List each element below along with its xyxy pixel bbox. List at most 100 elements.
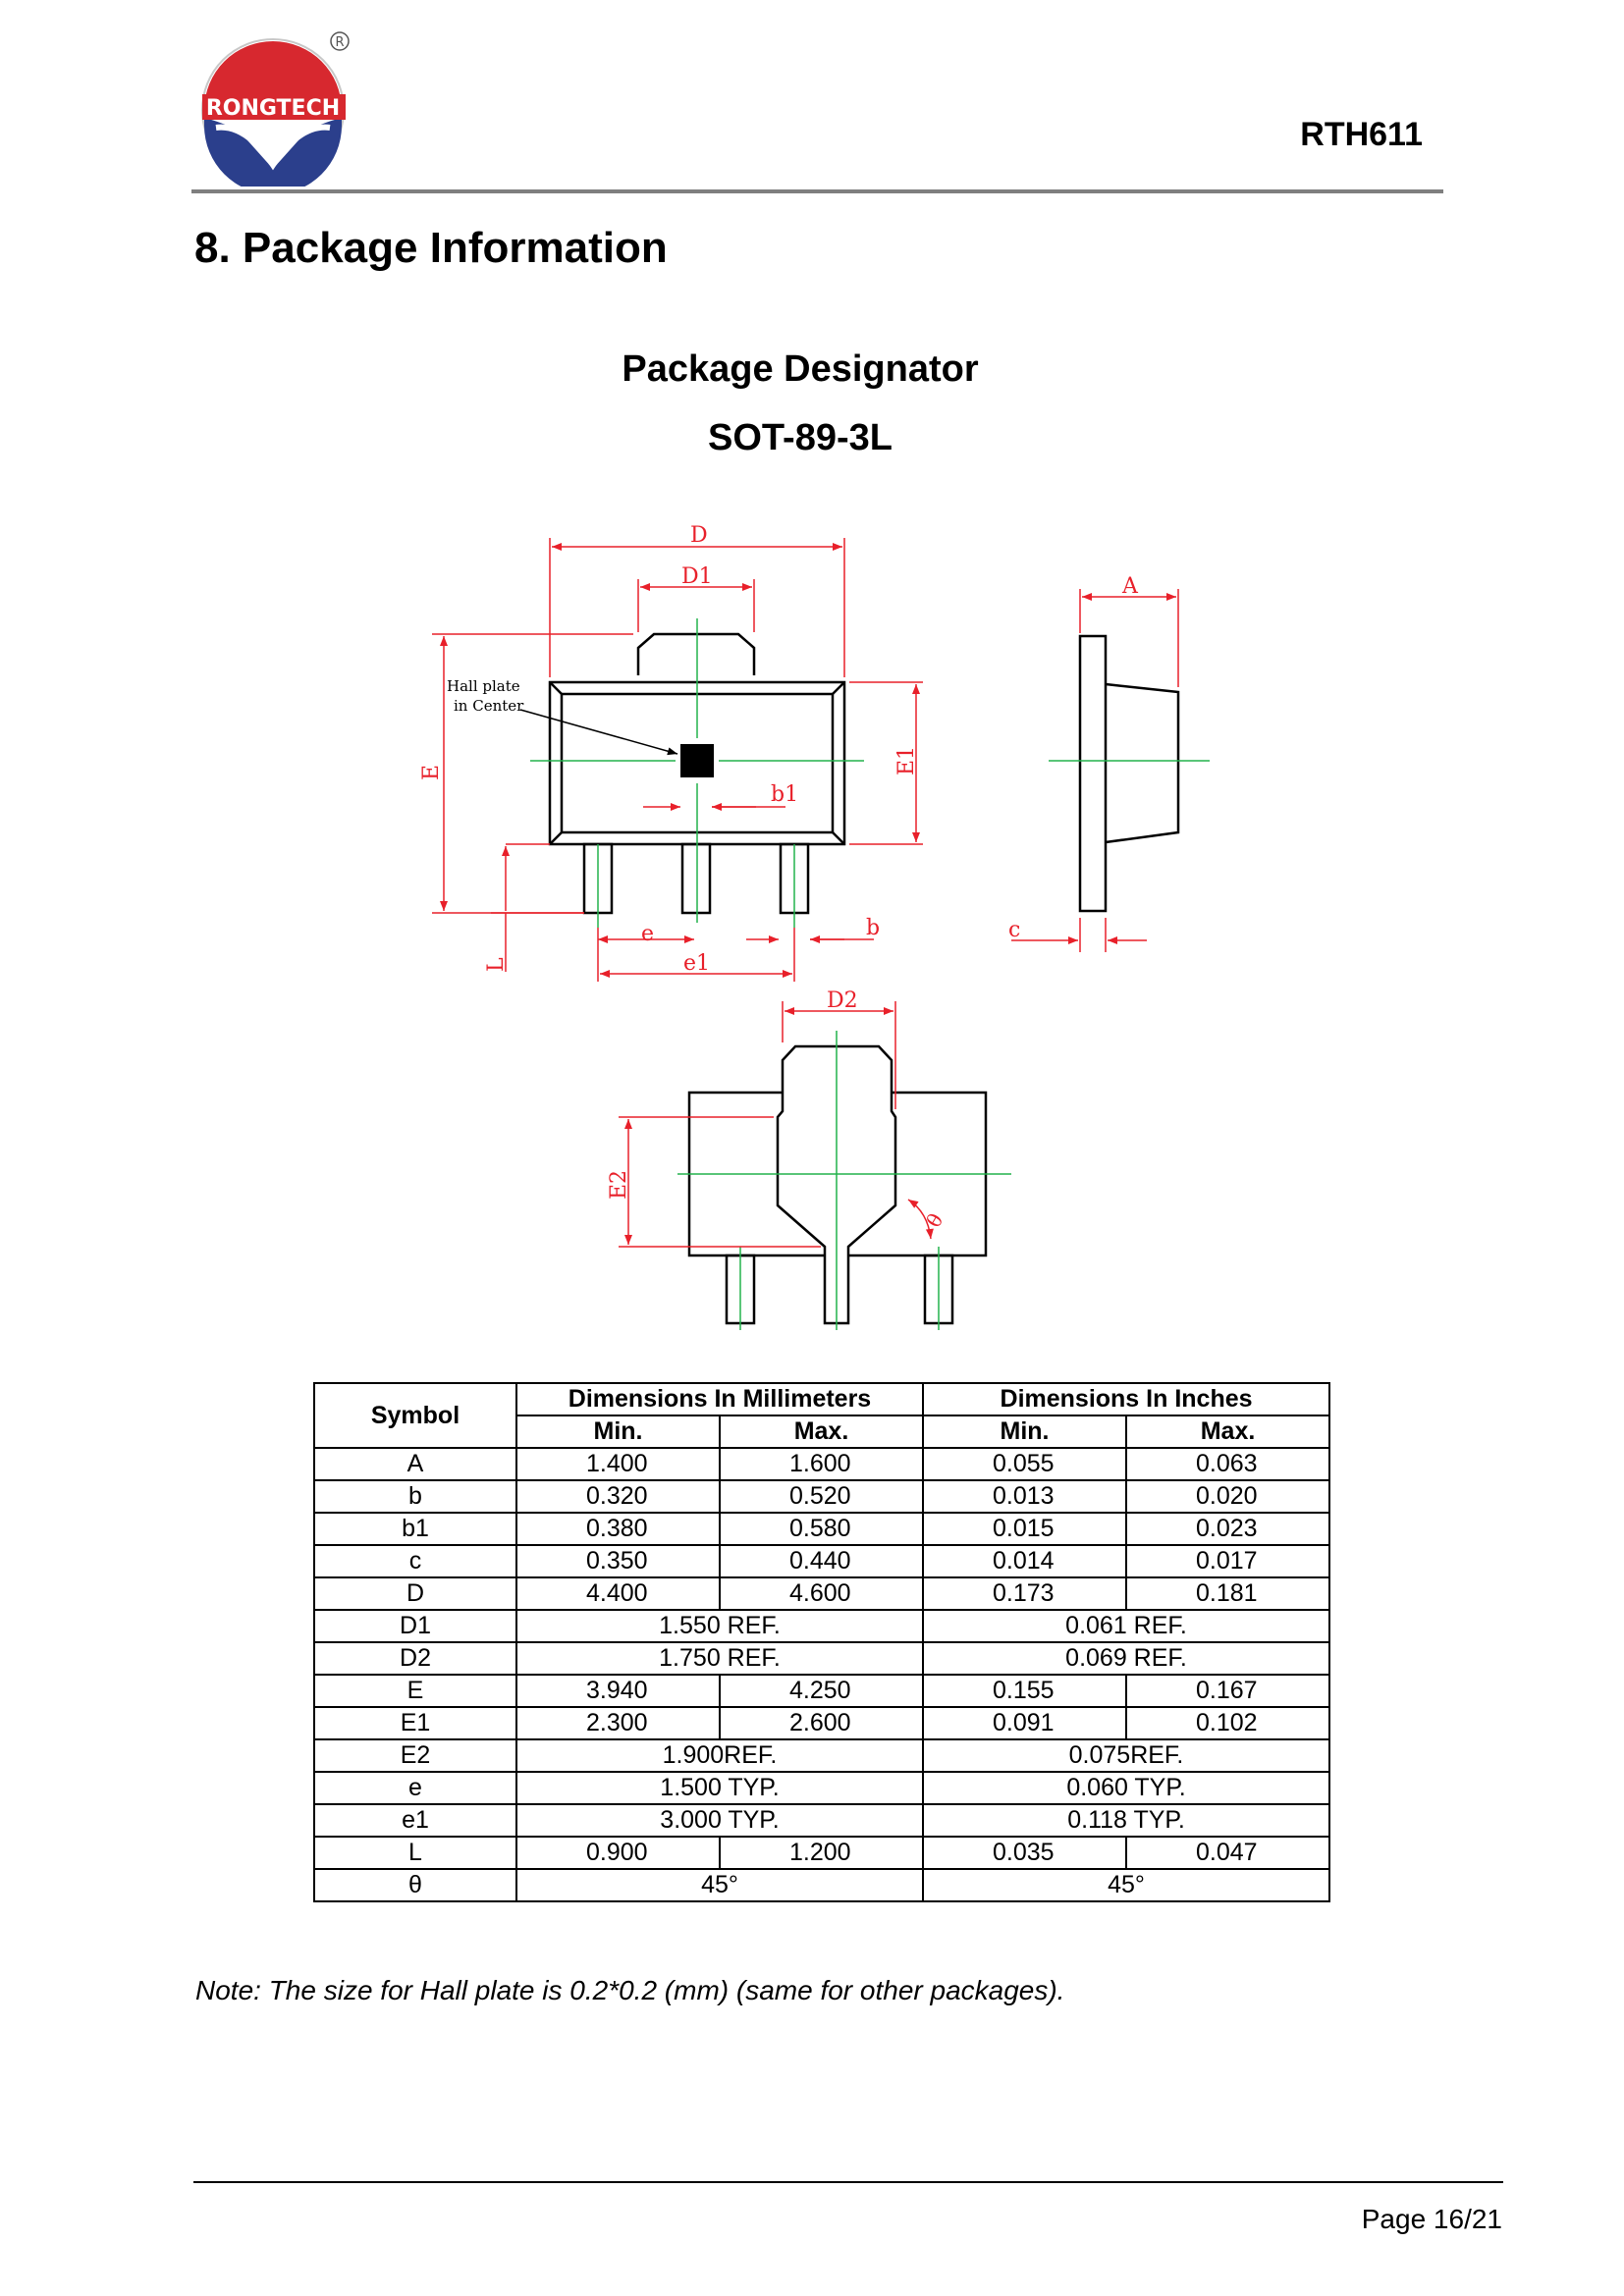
hall-plate-label-2: in Center	[454, 697, 524, 715]
in-max-cell: 0.167	[1125, 1674, 1331, 1708]
in-min-cell: 0.155	[922, 1674, 1128, 1708]
in-ref-cell: 0.060 TYP.	[922, 1771, 1331, 1805]
mm-header: Dimensions In Millimeters	[514, 1382, 925, 1416]
symbol-cell: E	[313, 1674, 517, 1708]
dim-label-E1: E1	[894, 746, 919, 775]
in-min-header: Min.	[922, 1415, 1128, 1449]
mm-ref-cell: 1.750 REF.	[514, 1641, 925, 1676]
in-min-cell: 0.014	[922, 1544, 1128, 1578]
dim-label-D: D	[690, 523, 708, 548]
in-min-cell: 0.055	[922, 1447, 1128, 1481]
logo-wordmark: RONGTECH	[206, 96, 340, 121]
mm-min-cell: 2.300	[515, 1706, 721, 1740]
dim-label-e: e	[641, 922, 654, 946]
symbol-cell: A	[313, 1447, 517, 1481]
mm-ref-cell: 1.550 REF.	[514, 1609, 925, 1643]
mm-min-cell: 3.940	[515, 1674, 721, 1708]
symbol-cell: b	[313, 1479, 517, 1514]
dim-label-L: L	[484, 957, 509, 972]
mm-max-cell: 0.520	[718, 1479, 925, 1514]
in-max-cell: 0.102	[1125, 1706, 1331, 1740]
in-max-cell: 0.063	[1125, 1447, 1331, 1481]
symbol-cell: D2	[313, 1641, 517, 1676]
symbol-cell: e1	[313, 1803, 517, 1838]
mm-ref-cell: 1.900REF.	[514, 1738, 925, 1773]
in-ref-cell: 0.069 REF.	[922, 1641, 1331, 1676]
mm-ref-cell: 1.500 TYP.	[514, 1771, 925, 1805]
bottom-view	[687, 1044, 988, 1325]
in-min-cell: 0.015	[922, 1512, 1128, 1546]
header-divider	[191, 189, 1443, 193]
registered-mark: R	[335, 35, 344, 50]
symbol-header: Symbol	[313, 1382, 517, 1449]
rongtech-logo: RONGTECH R	[201, 31, 350, 187]
in-min-cell: 0.013	[922, 1479, 1128, 1514]
top-view	[548, 632, 846, 915]
symbol-cell: c	[313, 1544, 517, 1578]
mm-max-cell: 2.600	[718, 1706, 925, 1740]
in-ref-cell: 45°	[922, 1868, 1331, 1902]
mm-min-header: Min.	[515, 1415, 721, 1449]
mm-min-cell: 0.380	[515, 1512, 721, 1546]
mm-max-header: Max.	[718, 1415, 925, 1449]
symbol-cell: D	[313, 1576, 517, 1611]
mm-max-cell: 1.600	[718, 1447, 925, 1481]
dim-label-D2: D2	[827, 988, 858, 1013]
in-max-cell: 0.017	[1125, 1544, 1331, 1578]
symbol-cell: L	[313, 1836, 517, 1870]
mm-max-cell: 4.600	[718, 1576, 925, 1611]
mm-min-cell: 1.400	[515, 1447, 721, 1481]
dim-label-b: b	[866, 916, 880, 940]
in-max-header: Max.	[1125, 1415, 1331, 1449]
in-min-cell: 0.091	[922, 1706, 1128, 1740]
mm-max-cell: 4.250	[718, 1674, 925, 1708]
symbol-cell: b1	[313, 1512, 517, 1546]
hall-plate-marker	[680, 744, 714, 777]
in-ref-cell: 0.061 REF.	[922, 1609, 1331, 1643]
mm-ref-cell: 45°	[514, 1868, 925, 1902]
symbol-cell: E2	[313, 1738, 517, 1773]
in-min-cell: 0.173	[922, 1576, 1128, 1611]
package-designator-heading: Package Designator	[622, 348, 979, 390]
footer-divider	[193, 2181, 1503, 2183]
mm-ref-cell: 3.000 TYP.	[514, 1803, 925, 1838]
mm-min-cell: 0.350	[515, 1544, 721, 1578]
dimensions-table: Symbol Dimensions In Millimeters Dimensi…	[313, 1382, 1331, 1902]
section-title: 8. Package Information	[194, 224, 668, 272]
mm-min-cell: 4.400	[515, 1576, 721, 1611]
dim-label-E: E	[419, 765, 444, 780]
inch-header: Dimensions In Inches	[922, 1382, 1331, 1416]
symbol-cell: θ	[313, 1868, 517, 1902]
part-number: RTH611	[1300, 116, 1423, 153]
mm-max-cell: 0.580	[718, 1512, 925, 1546]
dim-label-c: c	[1008, 918, 1020, 942]
in-max-cell: 0.020	[1125, 1479, 1331, 1514]
dim-label-D1: D1	[681, 564, 713, 589]
dim-label-b1: b1	[771, 782, 798, 807]
mm-max-cell: 1.200	[718, 1836, 925, 1870]
in-max-cell: 0.023	[1125, 1512, 1331, 1546]
page-number: Page 16/21	[1361, 2204, 1502, 2234]
in-min-cell: 0.035	[922, 1836, 1128, 1870]
mm-min-cell: 0.320	[515, 1479, 721, 1514]
hall-plate-label-1: Hall plate	[447, 677, 520, 695]
mm-min-cell: 0.900	[515, 1836, 721, 1870]
dim-label-e1: e1	[683, 951, 710, 976]
side-view	[1078, 634, 1180, 913]
dim-label-A: A	[1121, 574, 1139, 599]
